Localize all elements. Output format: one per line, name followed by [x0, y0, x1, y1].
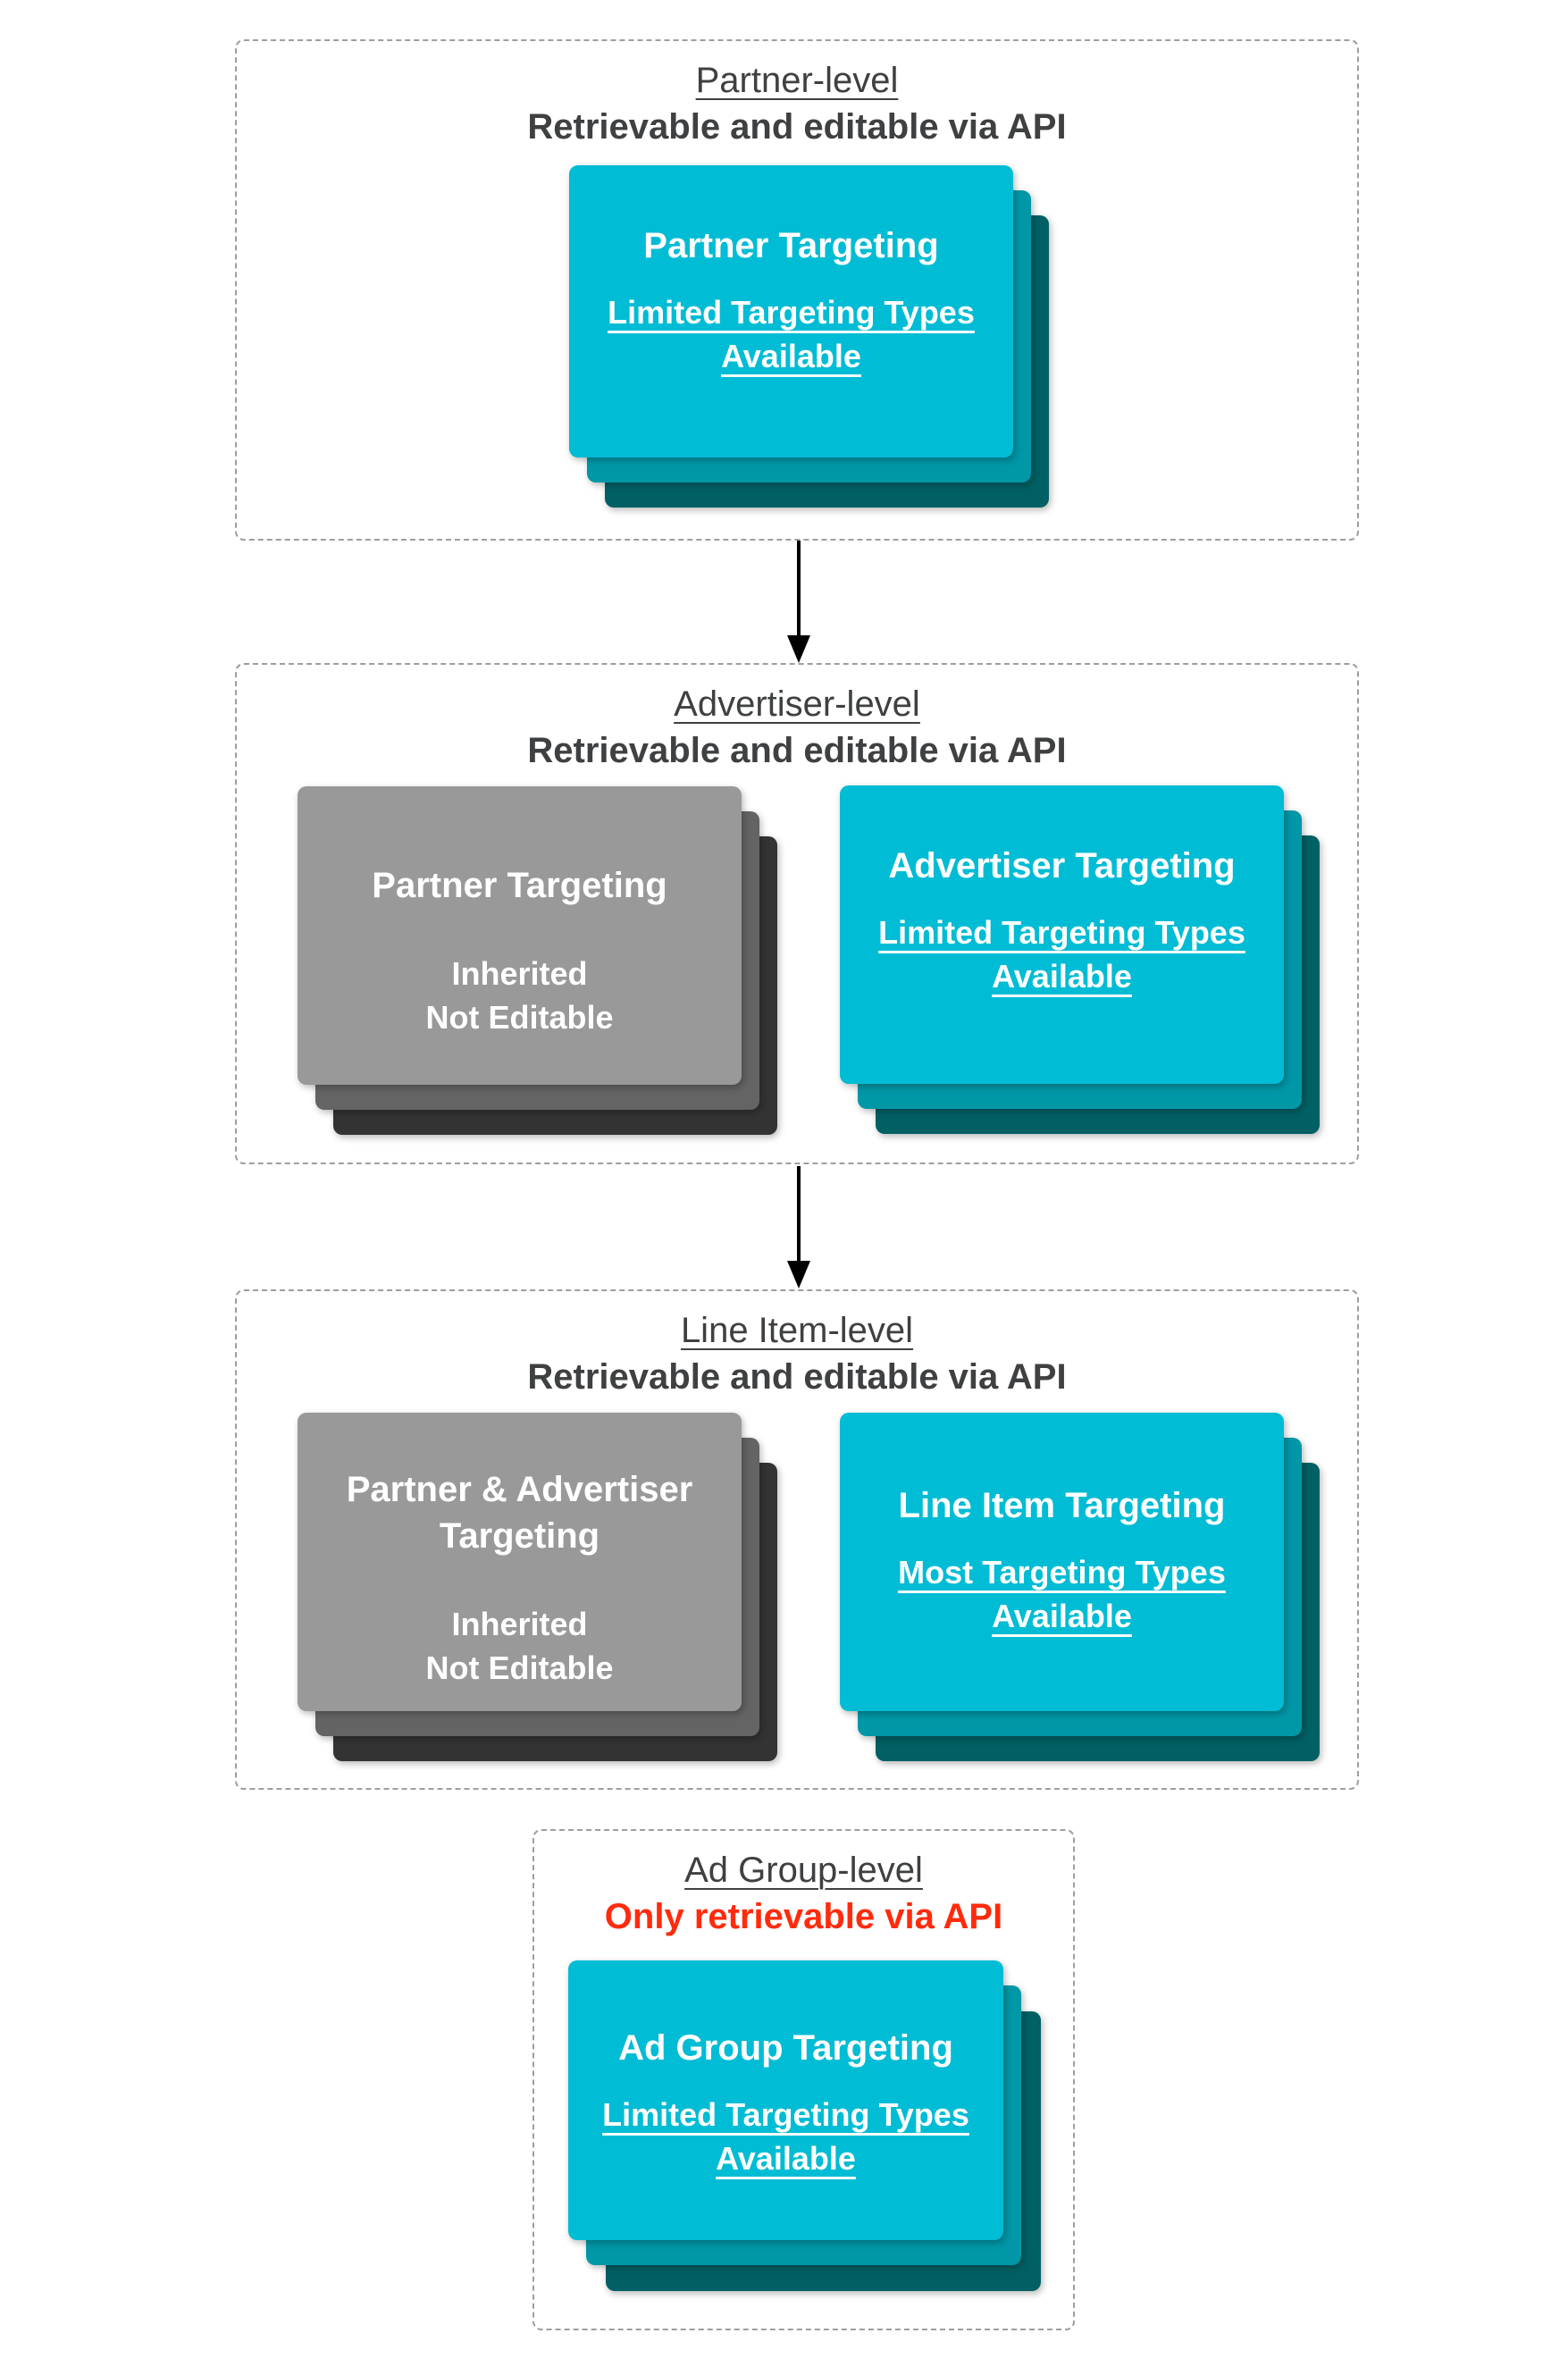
- card-subtitle-line: Available: [992, 1598, 1132, 1634]
- card-title: Partner Targeting: [372, 866, 667, 905]
- section-title: Line Item-level: [680, 1311, 914, 1350]
- card-face: Partner Targeting Limited Targeting Type…: [569, 165, 1013, 457]
- card-line-item-targeting: Line Item Targeting Most Targeting Types…: [840, 1413, 1320, 1761]
- section-heading: Advertiser-level Retrievable and editabl…: [237, 665, 1357, 774]
- section-subtitle: Retrievable and editable via API: [527, 107, 1067, 147]
- card-subtitle: Limited Targeting Types Available: [878, 911, 1245, 998]
- card-subtitle-line: Available: [992, 958, 1132, 995]
- down-arrow-icon: [787, 1166, 810, 1288]
- section-title: Partner-level: [695, 61, 899, 100]
- section-title: Advertiser-level: [674, 684, 920, 724]
- down-arrow-icon: [787, 541, 810, 663]
- card-subtitle-line: Not Editable: [425, 999, 614, 1036]
- card-subtitle: Limited Targeting Types Available: [608, 290, 975, 378]
- section-line-item-level: Line Item-level Retrievable and editable…: [235, 1289, 1359, 1790]
- section-heading: Line Item-level Retrievable and editable…: [237, 1291, 1357, 1400]
- card-face: Advertiser Targeting Limited Targeting T…: [840, 785, 1284, 1084]
- card-title: Ad Group Targeting: [618, 2028, 953, 2068]
- card-advertiser-targeting: Advertiser Targeting Limited Targeting T…: [840, 785, 1320, 1134]
- section-advertiser-level: Advertiser-level Retrievable and editabl…: [235, 663, 1359, 1164]
- card-face: Partner Targeting Inherited Not Editable: [298, 786, 742, 1085]
- card-subtitle: Most Targeting Types Available: [898, 1550, 1226, 1638]
- card-title: Partner & Advertiser Targeting: [346, 1470, 693, 1556]
- card-subtitle-line: Not Editable: [425, 1649, 614, 1686]
- card-partner-targeting-inherited: Partner Targeting Inherited Not Editable: [298, 786, 777, 1135]
- card-ad-group-targeting: Ad Group Targeting Limited Targeting Typ…: [568, 1960, 1041, 2291]
- card-subtitle-line: Limited Targeting Types: [608, 294, 975, 331]
- section-heading: Partner-level Retrievable and editable v…: [237, 41, 1357, 150]
- section-partner-level: Partner-level Retrievable and editable v…: [235, 39, 1359, 541]
- section-subtitle: Only retrievable via API: [604, 1897, 1003, 1936]
- section-subtitle: Retrievable and editable via API: [527, 731, 1067, 770]
- card-subtitle-line: Inherited: [451, 955, 588, 992]
- card-subtitle: Inherited Not Editable: [425, 952, 613, 1039]
- card-partner-targeting: Partner Targeting Limited Targeting Type…: [569, 165, 1049, 508]
- card-subtitle-line: Limited Targeting Types: [878, 914, 1245, 951]
- card-subtitle-line: Available: [721, 338, 861, 374]
- card-title: Line Item Targeting: [898, 1486, 1226, 1525]
- card-subtitle: Limited Targeting Types Available: [602, 2093, 969, 2180]
- card-partner-advertiser-targeting-inherited: Partner & Advertiser Targeting Inherited…: [298, 1413, 777, 1761]
- card-title: Partner Targeting: [643, 226, 939, 265]
- card-subtitle-line: Limited Targeting Types: [602, 2096, 969, 2133]
- card-subtitle: Inherited Not Editable: [425, 1602, 613, 1690]
- section-heading: Ad Group-level Only retrievable via API: [534, 1831, 1073, 1940]
- card-subtitle-line: Available: [716, 2140, 856, 2177]
- section-subtitle: Retrievable and editable via API: [527, 1357, 1067, 1397]
- card-face: Line Item Targeting Most Targeting Types…: [840, 1413, 1284, 1711]
- section-title: Ad Group-level: [684, 1851, 923, 1890]
- card-subtitle-line: Inherited: [451, 1606, 588, 1642]
- card-face: Ad Group Targeting Limited Targeting Typ…: [568, 1960, 1003, 2240]
- card-subtitle-line: Most Targeting Types: [898, 1554, 1226, 1591]
- card-title: Advertiser Targeting: [888, 846, 1236, 886]
- card-face: Partner & Advertiser Targeting Inherited…: [298, 1413, 742, 1711]
- section-ad-group-level: Ad Group-level Only retrievable via API …: [532, 1829, 1075, 2330]
